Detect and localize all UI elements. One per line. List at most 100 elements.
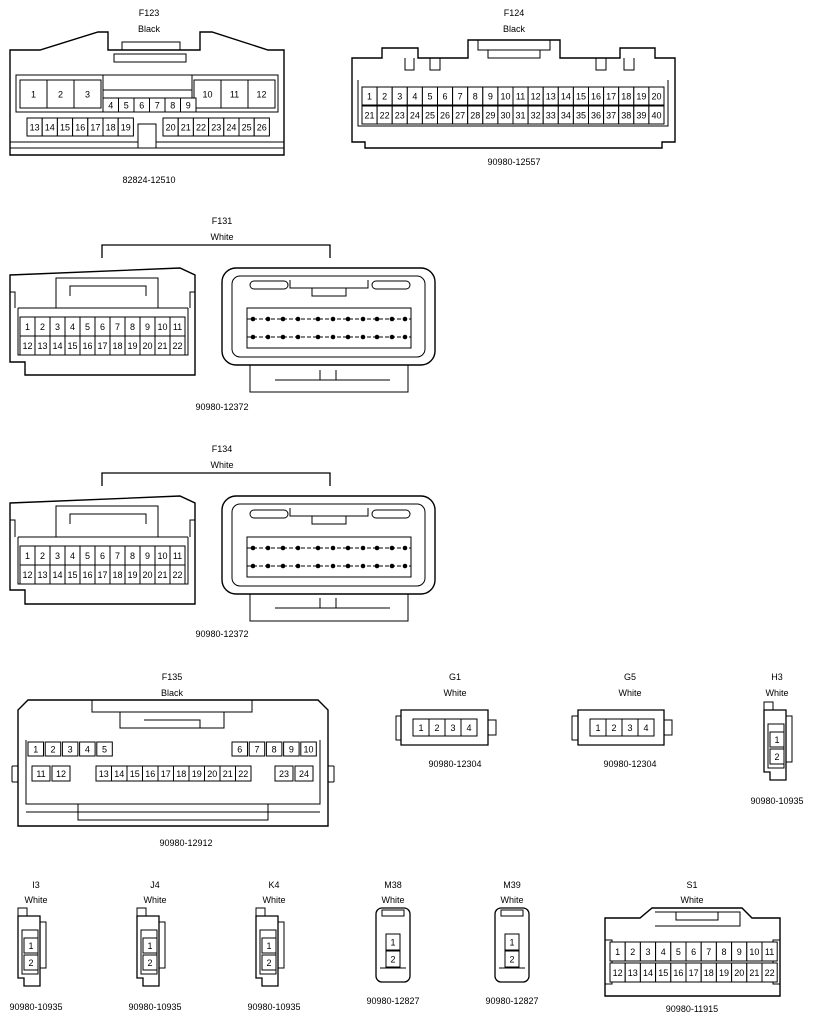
- pin-label: 13: [37, 341, 47, 351]
- pin-label: 14: [45, 123, 55, 133]
- pin-label: 21: [181, 123, 191, 133]
- connector-outline: [255, 915, 279, 987]
- pin-cell: [265, 741, 283, 757]
- pin-cell: [294, 765, 314, 782]
- connector-outline: [21, 929, 39, 975]
- f124-id: F124: [503, 8, 525, 18]
- h3-part: 90980-10935: [750, 796, 804, 806]
- m38-color: White: [381, 895, 405, 905]
- pin-label: 22: [172, 341, 182, 351]
- pin-label: 5: [85, 551, 90, 561]
- pin-label: 10: [500, 92, 510, 102]
- pin-label: 8: [130, 551, 135, 561]
- m38-id: M38: [384, 880, 402, 890]
- pin-cell: [23, 954, 39, 971]
- connector-outline: [17, 907, 28, 916]
- pin-label: 15: [658, 968, 668, 978]
- pin-label: 22: [172, 570, 182, 580]
- pin-label: 27: [455, 111, 465, 121]
- s1-color: White: [680, 895, 704, 905]
- pin-label: 1: [774, 735, 779, 745]
- pin-cell: [180, 97, 197, 113]
- connector-outline: [259, 929, 277, 975]
- pin-cell: [27, 741, 44, 757]
- i3-color: White: [24, 895, 48, 905]
- pin-label: 2: [147, 958, 152, 968]
- h3-color: White: [765, 688, 789, 698]
- pin-label: 26: [440, 111, 450, 121]
- terminal-dot: [315, 563, 321, 569]
- pin-label: 11: [765, 947, 774, 957]
- i3-part: 90980-10935: [9, 1002, 63, 1012]
- pin-cell: [142, 954, 158, 971]
- terminal-dot: [315, 545, 321, 551]
- pin-label: 12: [256, 90, 266, 100]
- pin-label: 18: [621, 92, 631, 102]
- pin-label: 4: [466, 723, 471, 733]
- connector-outline: [494, 907, 530, 983]
- pin-cell: [637, 718, 655, 737]
- pin-label: 6: [139, 101, 144, 111]
- pin-cell: [117, 117, 134, 137]
- pin-label: 21: [157, 570, 167, 580]
- pin-cell: [648, 105, 665, 125]
- pin-cell: [61, 741, 79, 757]
- pin-cell: [261, 937, 277, 954]
- terminal-dot: [315, 316, 321, 322]
- f134-id: F134: [211, 444, 233, 454]
- pin-label: 9: [145, 322, 150, 332]
- pin-cell: [385, 933, 401, 951]
- pin-label: 40: [651, 111, 661, 121]
- pin-label: 36: [591, 111, 601, 121]
- g5-part: 90980-12304: [603, 759, 657, 769]
- pin-label: 1: [390, 938, 395, 948]
- g1-color: White: [443, 688, 467, 698]
- pin-label: 1: [615, 947, 620, 957]
- f135-color: Black: [160, 688, 183, 698]
- pin-label: 13: [546, 92, 556, 102]
- pin-label: 6: [100, 551, 105, 561]
- pin-label: 20: [166, 123, 176, 133]
- pin-label: 12: [56, 769, 66, 779]
- pin-label: 4: [70, 322, 75, 332]
- pin-label: 6: [443, 92, 448, 102]
- pin-label: 26: [257, 123, 267, 133]
- pin-label: 15: [60, 123, 70, 133]
- pin-label: 17: [161, 769, 171, 779]
- pin-label: 13: [99, 769, 109, 779]
- k4-id: K4: [268, 880, 280, 890]
- pin-cell: [31, 765, 51, 782]
- pin-label: 22: [765, 968, 775, 978]
- pin-label: 19: [636, 92, 646, 102]
- pin-label: 9: [289, 745, 294, 755]
- pin-label: 1: [147, 941, 152, 951]
- pin-label: 16: [673, 968, 683, 978]
- pin-label: 3: [68, 745, 73, 755]
- pin-cell: [142, 937, 158, 954]
- pin-label: 1: [367, 92, 372, 102]
- pin-cell: [23, 937, 39, 954]
- pin-label: 2: [40, 322, 45, 332]
- pin-label: 7: [115, 322, 120, 332]
- pin-label: 11: [36, 769, 45, 779]
- pin-label: 21: [157, 341, 167, 351]
- connector-outline: [767, 723, 785, 769]
- pin-label: 4: [70, 551, 75, 561]
- pin-label: 8: [130, 322, 135, 332]
- pin-cell: [761, 962, 778, 983]
- f134-part: 90980-12372: [195, 629, 249, 639]
- pin-label: 1: [418, 723, 423, 733]
- connector-outline: [375, 907, 411, 983]
- pin-label: 30: [500, 111, 510, 121]
- pin-label: 24: [226, 123, 236, 133]
- m38-part: 90980-12827: [366, 996, 420, 1006]
- g5-id: G5: [623, 672, 636, 682]
- pin-label: 5: [676, 947, 681, 957]
